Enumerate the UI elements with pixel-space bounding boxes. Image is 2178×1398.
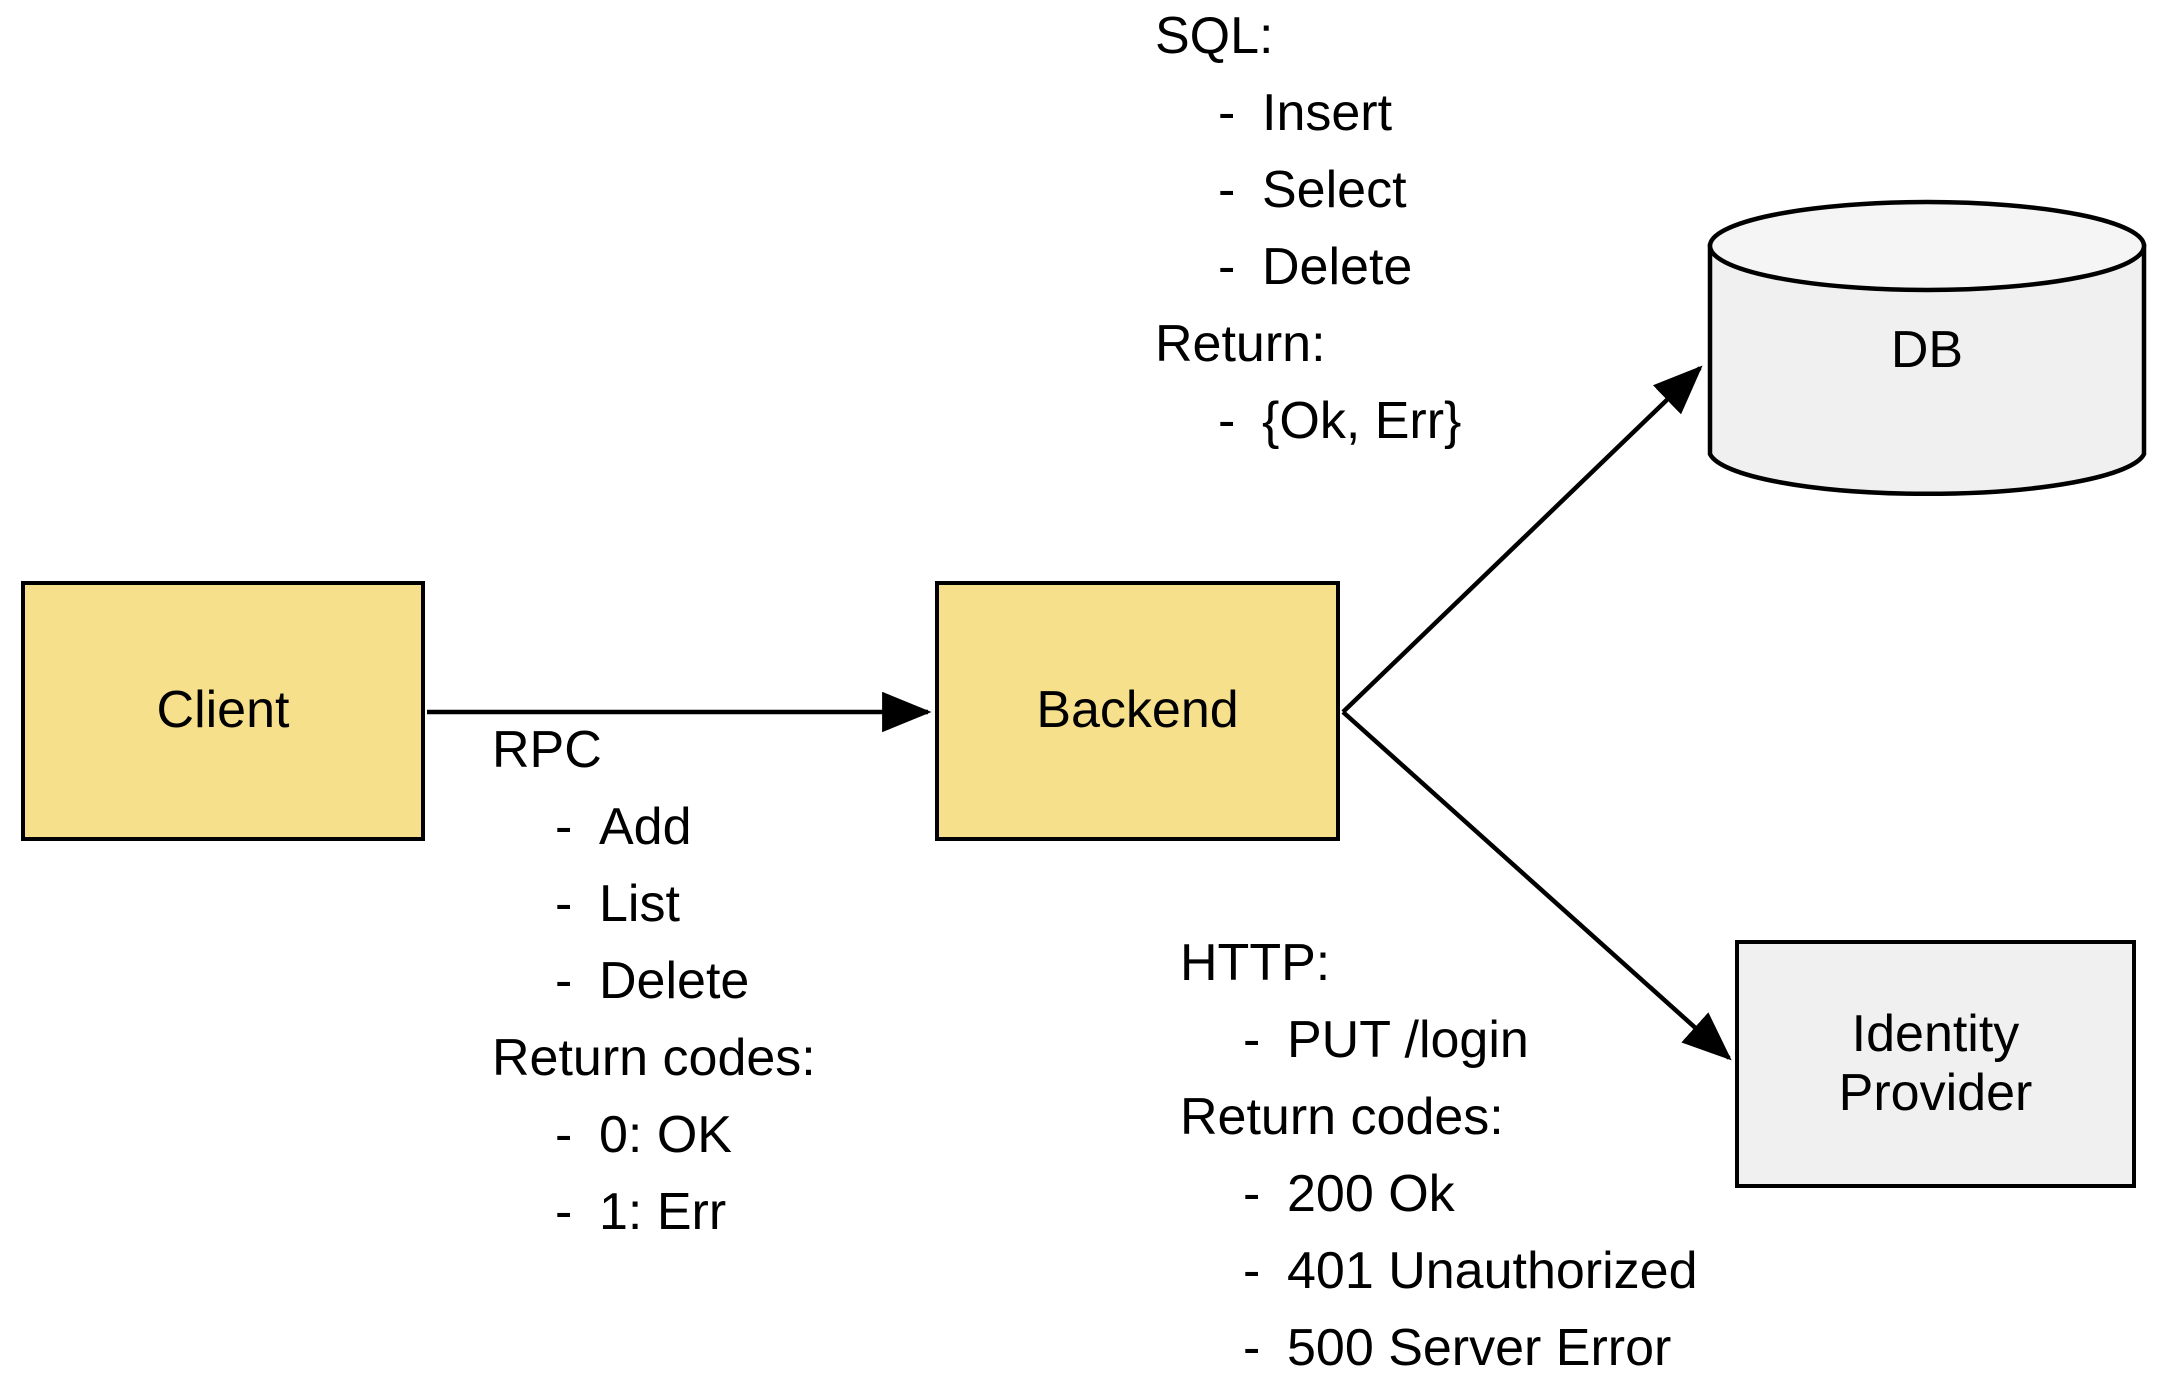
annotation-rpc-return-item: -1: Err <box>492 1174 816 1251</box>
annotation-rpc-item-label: List <box>599 875 680 933</box>
annotation-sql-item: -Delete <box>1155 229 1461 306</box>
annotation-sql-return-item: -{Ok, Err} <box>1155 383 1461 460</box>
annotation-sql-item-label: Select <box>1262 161 1407 219</box>
edge-backend-to-identity-provider <box>1341 710 1732 1061</box>
annotation-sql: SQL: -Insert -Select -Delete Return: -{O… <box>1155 0 1461 460</box>
annotation-rpc-return-header: Return codes: <box>492 1029 816 1087</box>
annotation-http-return-item: -500 Server Error <box>1180 1310 1698 1387</box>
annotation-sql-return-item-label: {Ok, Err} <box>1262 392 1462 450</box>
node-db-label: DB <box>1890 321 1964 379</box>
annotation-rpc-return-item-label: 0: OK <box>599 1106 732 1164</box>
annotation-http-return-item-label: 500 Server Error <box>1287 1319 1672 1377</box>
annotation-http-return-item: -401 Unauthorized <box>1180 1233 1698 1310</box>
annotation-sql-header: SQL: <box>1155 7 1274 65</box>
annotation-rpc-item-label: Delete <box>599 952 750 1010</box>
annotation-rpc-return-item: -0: OK <box>492 1097 816 1174</box>
annotation-http-return-item: -200 Ok <box>1180 1156 1698 1233</box>
node-client-label: Client <box>156 681 290 740</box>
node-identity-provider-label: Identity Provider <box>1839 1005 2033 1124</box>
bullet-dash-icon: - <box>1243 1319 1261 1377</box>
annotation-rpc-item: -Delete <box>492 943 816 1020</box>
annotation-sql-item: -Select <box>1155 152 1461 229</box>
bullet-dash-icon: - <box>555 1106 573 1164</box>
bullet-dash-icon: - <box>1218 84 1236 142</box>
bullet-dash-icon: - <box>1243 1165 1261 1223</box>
annotation-http: HTTP: -PUT /login Return codes: -200 Ok … <box>1180 925 1698 1387</box>
annotation-http-return-item-label: 401 Unauthorized <box>1287 1242 1698 1300</box>
node-backend: Backend <box>935 581 1340 841</box>
bullet-dash-icon: - <box>1243 1242 1261 1300</box>
annotation-http-item-label: PUT /login <box>1287 1011 1529 1069</box>
annotation-http-item: -PUT /login <box>1180 1002 1698 1079</box>
annotation-http-return-header: Return codes: <box>1180 1088 1504 1146</box>
annotation-rpc-item: -List <box>492 866 816 943</box>
edge-backend-to-db <box>1341 365 1703 714</box>
node-db: DB <box>1707 199 2147 500</box>
annotation-http-header: HTTP: <box>1180 934 1331 992</box>
annotation-rpc-header: RPC <box>492 721 602 779</box>
node-identity-provider-label-line1: Identity <box>1851 1004 2020 1063</box>
annotation-rpc-item: -Add <box>492 789 816 866</box>
annotation-rpc-item-label: Add <box>599 798 692 856</box>
bullet-dash-icon: - <box>1218 161 1236 219</box>
node-identity-provider: Identity Provider <box>1735 940 2136 1188</box>
node-backend-label: Backend <box>1036 681 1239 740</box>
node-client: Client <box>21 581 425 841</box>
bullet-dash-icon: - <box>555 1183 573 1241</box>
bullet-dash-icon: - <box>555 952 573 1010</box>
bullet-dash-icon: - <box>555 875 573 933</box>
bullet-dash-icon: - <box>1218 392 1236 450</box>
cylinder-shape <box>1707 199 2147 497</box>
bullet-dash-icon: - <box>555 798 573 856</box>
annotation-rpc-return-item-label: 1: Err <box>599 1183 727 1241</box>
bullet-dash-icon: - <box>1218 238 1236 296</box>
annotation-sql-item-label: Delete <box>1262 238 1413 296</box>
annotation-sql-item-label: Insert <box>1262 84 1393 142</box>
bullet-dash-icon: - <box>1243 1011 1261 1069</box>
annotation-rpc: RPC -Add -List -Delete Return codes: -0:… <box>492 712 816 1251</box>
annotation-http-return-item-label: 200 Ok <box>1287 1165 1455 1223</box>
node-identity-provider-label-line2: Provider <box>1838 1064 2033 1122</box>
annotation-sql-item: -Insert <box>1155 75 1461 152</box>
annotation-sql-return-header: Return: <box>1155 315 1326 373</box>
